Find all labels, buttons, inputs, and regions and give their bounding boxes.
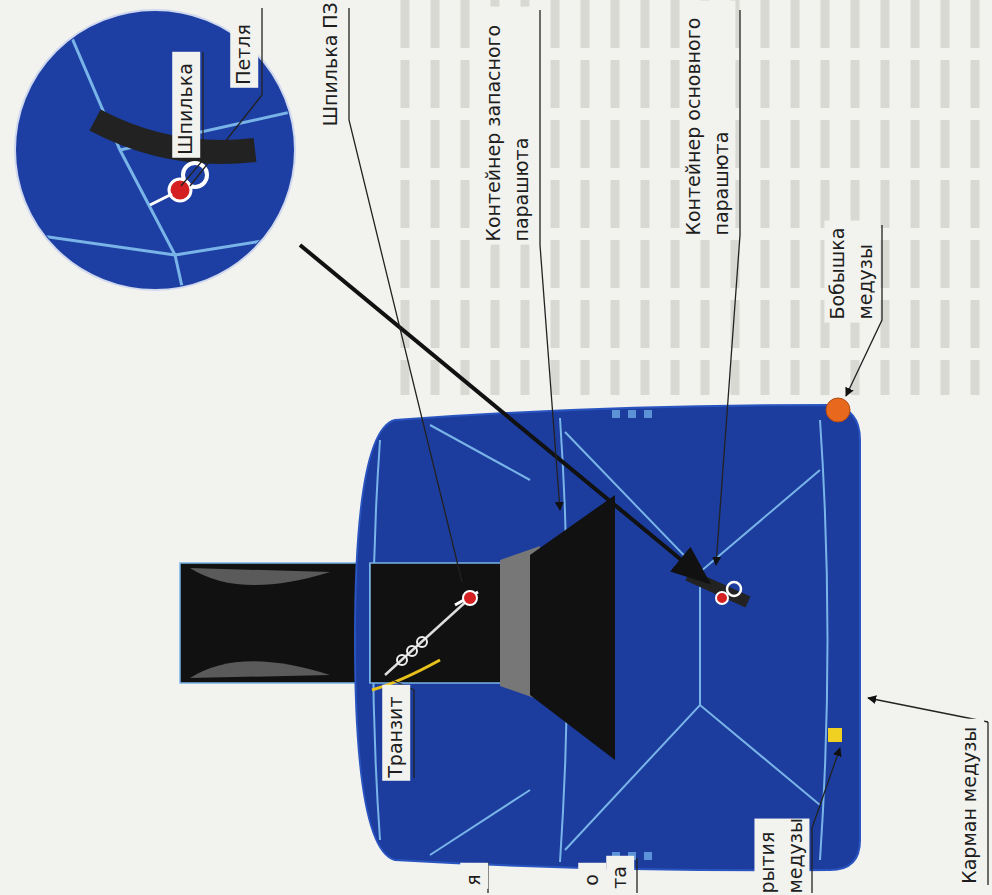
fragment-label: я [460,863,488,889]
loop-label: Петля [230,12,258,88]
fragment-label: та [606,856,634,892]
main-loop [716,592,728,604]
pin-label: Шпилька [172,52,200,158]
closure-label: рытия медузы [754,819,809,895]
reserve-pin [455,592,478,605]
detail-arrow [300,245,708,582]
reserve-pin-cable [385,598,470,675]
reserve-loop [463,591,477,605]
container-body [355,405,860,870]
detail-inset-content [0,10,300,300]
pocket-label: Карман медузы [956,719,984,887]
main-pin [727,582,741,596]
pilot-chute-knob [826,398,850,422]
side-tabs [612,410,652,860]
main-container-label: Контейнер основного парашюта [680,1,735,239]
reserve-pin-label: Шпилька ПЗ [316,0,344,129]
reserve-flap [530,495,615,760]
pilot-chute-closure [828,728,842,742]
knob-label: Бобышка медузы [824,221,879,323]
harness-yoke [180,563,510,683]
reserve-container-label: Контейнер запасного парашюта [480,7,535,245]
transit-label: Транзит [382,685,410,781]
yoke-insert [190,568,330,585]
detail-inset [15,10,295,290]
harness-yoke [370,563,505,683]
background-text [380,0,990,395]
yoke-insert [190,661,330,678]
cable-chain [397,637,427,665]
fragment-label: о [578,863,606,889]
leader-lines [181,8,988,893]
